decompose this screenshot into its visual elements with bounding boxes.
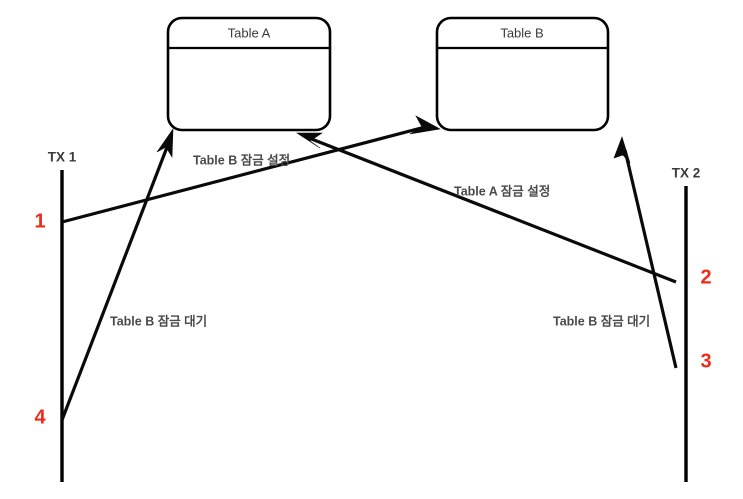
table-b-rect	[435, 16, 610, 132]
table-a-rect	[166, 16, 332, 132]
transaction-tx-1[interactable]: TX 1	[48, 150, 77, 482]
step-2-line	[308, 136, 677, 284]
step-number-1: 1	[34, 210, 45, 232]
step-4-label: Table B 잠금 대기	[110, 313, 207, 328]
step-number-4: 4	[34, 406, 46, 428]
tx-2-label: TX 2	[672, 166, 701, 181]
flow-arrow-step-4[interactable]	[60, 127, 174, 421]
flow-arrow-step-2[interactable]	[295, 132, 677, 284]
step-4-line	[60, 141, 171, 421]
step-3-line	[623, 149, 678, 369]
step-1-arrowhead	[409, 115, 441, 135]
step-3-arrowhead	[613, 136, 631, 164]
flow-arrow-step-1[interactable]	[61, 115, 441, 224]
step-number-2: 2	[700, 266, 711, 288]
flow-arrow-step-3[interactable]	[613, 136, 678, 369]
tx-1-label: TX 1	[48, 150, 77, 165]
step-1-label: Table A 잠금 설정	[454, 183, 550, 198]
step-2-arrowhead	[295, 132, 323, 149]
transaction-tx-2[interactable]: TX 2	[672, 166, 701, 482]
step-3-label: Table B 잠금 대기	[553, 313, 650, 328]
resource-box-table-b[interactable]: Table B	[435, 16, 610, 132]
table-a-title: Table A	[228, 25, 271, 40]
step-4-arrowhead	[156, 127, 174, 159]
resource-box-table-a[interactable]: Table A	[166, 16, 332, 132]
step-1-line	[61, 124, 430, 224]
step-2-label: Table B 잠금 설정	[193, 152, 290, 167]
table-b-title: Table B	[500, 25, 543, 40]
step-number-3: 3	[700, 350, 711, 372]
